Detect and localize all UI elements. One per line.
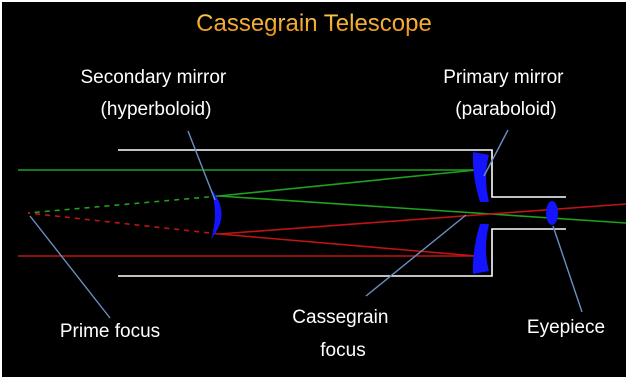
prime-focus-leader: [29, 215, 111, 319]
red-prime-extension: [27, 212, 220, 235]
cassegrain-focus-label-line2: focus: [320, 340, 365, 361]
diagram-title: Cassegrain Telescope: [196, 10, 432, 37]
tube-upper-wall: [118, 149, 566, 198]
cassegrain-focus-label-line1: Cassegrain: [292, 307, 388, 328]
cassegrain-focus-label: Cassegrain focus: [292, 307, 393, 361]
primary-mirror-label: Primary mirror (paraboloid): [443, 67, 569, 120]
primary-mirror-leader: [483, 129, 509, 177]
cassegrain-focus-leader: [365, 214, 467, 297]
secondary-mirror: [211, 189, 222, 239]
green-reflected-ray: [218, 169, 477, 197]
primary-mirror-label-line2: (paraboloid): [455, 99, 556, 120]
tube-lower-wall: [118, 228, 566, 277]
eyepiece-label: Eyepiece: [527, 317, 605, 338]
primary-mirror-lower: [472, 224, 489, 274]
red-to-eyepiece-ray: [218, 203, 627, 235]
secondary-mirror-label-line1: Secondary mirror: [81, 67, 227, 88]
secondary-mirror-label: Secondary mirror (hyperboloid): [81, 67, 232, 120]
green-prime-extension: [27, 195, 220, 214]
eyepiece-lens: [546, 201, 558, 225]
telescope-tube: [118, 149, 566, 277]
primary-mirror-label-line1: Primary mirror: [443, 67, 564, 88]
primary-mirror-upper: [472, 152, 489, 202]
prime-focus-label: Prime focus: [60, 321, 160, 342]
eyepiece-leader: [552, 225, 583, 313]
green-to-eyepiece-ray: [218, 195, 627, 224]
red-reflected-ray: [218, 233, 477, 257]
secondary-mirror-label-line2: (hyperboloid): [101, 99, 212, 120]
secondary-mirror-leader: [187, 130, 216, 201]
red-rays: [18, 203, 627, 257]
green-rays: [18, 169, 627, 224]
leader-lines: [29, 129, 583, 319]
